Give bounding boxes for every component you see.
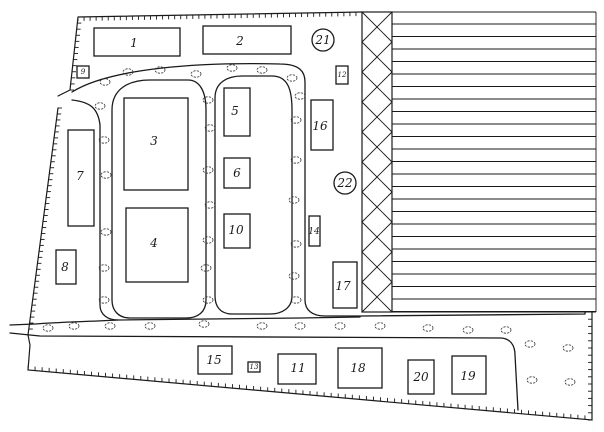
building-14-label: 14 — [308, 227, 320, 237]
loop-block-left — [111, 79, 207, 319]
building-5: 5 — [223, 87, 251, 137]
vegetation — [42, 64, 576, 386]
building-11: 11 — [277, 353, 317, 385]
building-2: 2 — [202, 25, 292, 55]
building-4: 4 — [125, 207, 189, 283]
building-14: 14 — [308, 215, 321, 247]
building-15-label: 15 — [206, 353, 221, 367]
building-16: 16 — [310, 99, 334, 151]
building-12: 12 — [335, 65, 349, 85]
building-18: 18 — [337, 347, 383, 389]
building-18-label: 18 — [350, 361, 366, 375]
building-8: 8 — [55, 249, 77, 285]
building-20: 20 — [407, 359, 435, 395]
building-15: 15 — [197, 345, 233, 375]
building-7-label: 7 — [76, 169, 84, 183]
building-9: 9 — [76, 65, 90, 79]
building-6: 6 — [223, 157, 251, 189]
building-4-label: 4 — [149, 236, 158, 250]
building-20-label: 20 — [412, 370, 429, 384]
building-10-label: 10 — [228, 223, 244, 237]
building-16-label: 16 — [312, 119, 328, 133]
building-2-label: 2 — [235, 34, 244, 48]
building-9-label: 9 — [81, 68, 86, 76]
outer-fence — [27, 11, 593, 421]
cultivated-field — [392, 11, 597, 313]
building-7: 7 — [67, 129, 95, 227]
building-6-label: 6 — [233, 166, 241, 180]
building-5-label: 5 — [231, 104, 239, 118]
building-19-label: 19 — [460, 369, 476, 383]
hatched-buffer-strip — [361, 11, 393, 313]
marker-22-label: 22 — [336, 176, 352, 190]
building-17: 17 — [332, 261, 358, 309]
building-17-label: 17 — [335, 279, 351, 293]
marker-22: 22 — [333, 171, 357, 195]
building-3: 3 — [123, 97, 189, 191]
building-1: 1 — [93, 27, 181, 57]
building-19: 19 — [451, 355, 487, 395]
building-8-label: 8 — [61, 260, 69, 274]
building-13: 13 — [247, 361, 261, 373]
building-11-label: 11 — [290, 361, 305, 375]
loop-block-right — [214, 75, 293, 315]
marker-21-label: 21 — [314, 33, 330, 47]
road-network — [9, 63, 586, 411]
building-13-label: 13 — [250, 363, 259, 371]
building-10: 10 — [223, 213, 251, 249]
marker-21: 21 — [311, 28, 335, 52]
building-1-label: 1 — [130, 36, 138, 50]
building-12-label: 12 — [338, 71, 347, 79]
building-3-label: 3 — [150, 134, 158, 148]
